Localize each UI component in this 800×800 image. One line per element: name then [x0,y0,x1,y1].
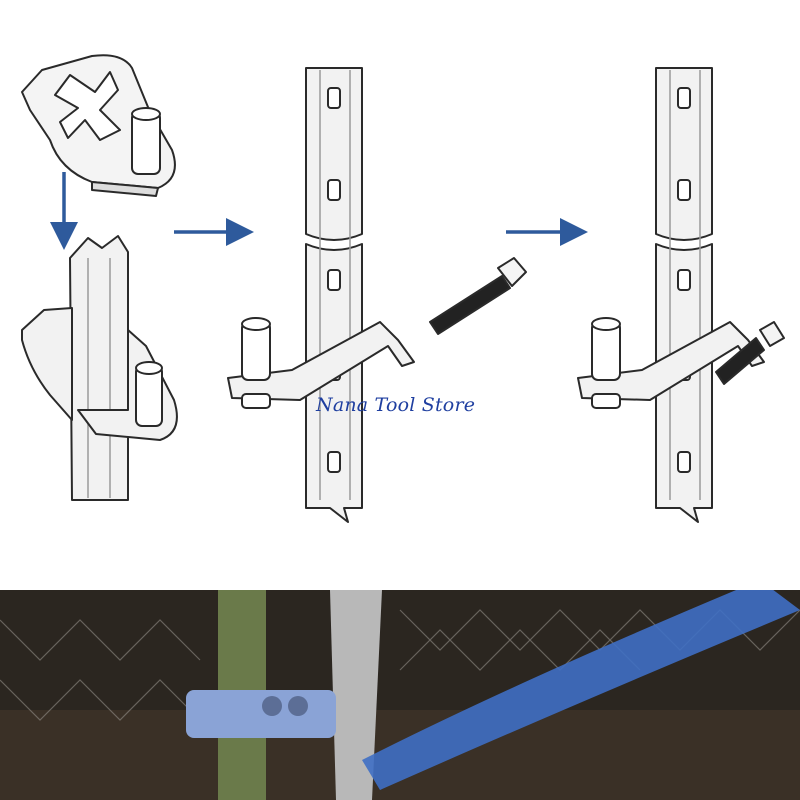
gate-rail [362,590,800,790]
bolt-drawing [429,257,527,335]
store-watermark: Nana Tool Store [316,394,476,416]
gate-post [330,590,382,800]
loose-clamp-drawing [21,54,176,197]
clamp-on-post-drawing [21,235,178,501]
installation-diagram [21,54,785,523]
installed-clamp-photo [0,590,800,800]
post-with-bolt-drawing [227,67,415,523]
installed-clamp [186,690,336,738]
finished-clamp-drawing [577,67,785,523]
